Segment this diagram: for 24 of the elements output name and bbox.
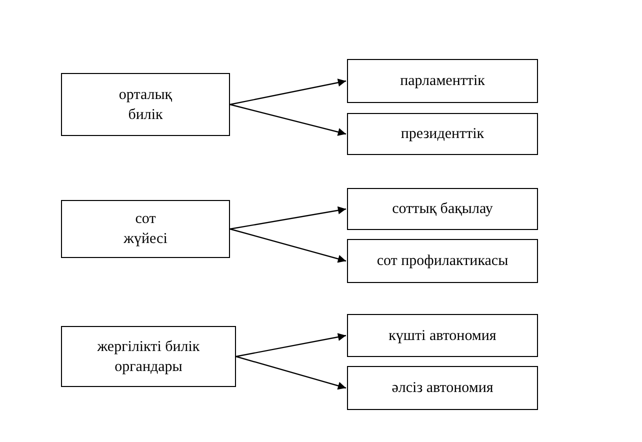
box-text: президенттік <box>400 125 486 144</box>
box-text: парламенттік <box>399 72 486 91</box>
text-box <box>61 326 236 387</box>
box-text: жергілікті билік органдары <box>96 338 201 376</box>
text-box <box>61 200 230 258</box>
text-box <box>61 73 230 136</box>
arrow <box>230 104 346 136</box>
text-box <box>347 314 538 357</box>
arrow <box>236 333 346 358</box>
box-text: соттық бақылау <box>391 200 494 219</box>
arrow <box>230 78 346 106</box>
box-text: әлсіз автономия <box>390 379 494 398</box>
text-box <box>347 239 538 283</box>
arrow <box>230 206 346 230</box>
box-text: сот жүйесі <box>122 210 168 249</box>
text-box <box>347 188 538 230</box>
box-text: күшті автономия <box>388 326 498 346</box>
box-text: орталық билік <box>118 86 174 124</box>
text-box <box>347 113 538 155</box>
text-box <box>347 366 538 410</box>
arrow <box>230 228 346 263</box>
text-box <box>347 59 538 103</box>
arrow <box>236 356 346 390</box>
box-text: сот профилактикасы <box>376 252 510 271</box>
